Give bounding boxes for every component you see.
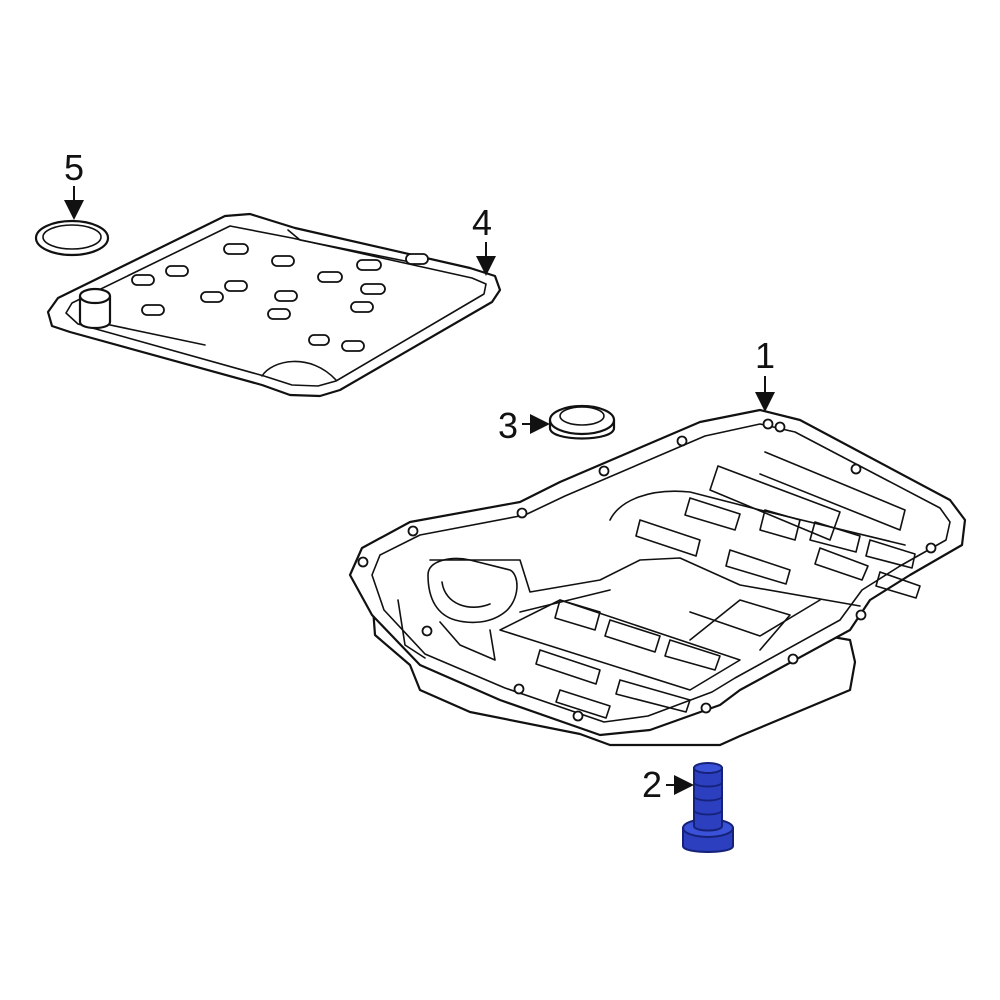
callout-3-label: 3 <box>498 405 518 446</box>
filter-slot <box>274 290 298 302</box>
filter-slot <box>267 308 291 320</box>
part-1-oil-pan[interactable] <box>348 408 967 747</box>
filter-slot <box>223 243 249 255</box>
filter-slot <box>131 274 155 286</box>
filter-slot <box>350 301 374 313</box>
filter-slot <box>271 255 295 267</box>
callout-2: 2 <box>642 764 694 805</box>
filter-slot <box>224 280 248 292</box>
callout-2-label: 2 <box>642 764 662 805</box>
part-4-filter[interactable] <box>46 212 502 398</box>
callout-5-label: 5 <box>64 147 84 188</box>
filter-slot <box>165 265 189 277</box>
filter-slot <box>317 271 343 283</box>
filter-slot <box>356 259 382 271</box>
part-3-plug[interactable] <box>548 404 616 440</box>
callout-4-label: 4 <box>472 202 492 243</box>
filter-slot <box>341 340 365 352</box>
callout-1-label: 1 <box>755 335 775 376</box>
filter-slot <box>360 283 386 295</box>
callout-1: 1 <box>755 335 775 412</box>
part-2-drain-bolt[interactable] <box>682 762 734 853</box>
filter-slot <box>141 304 165 316</box>
filter-slot <box>200 291 224 303</box>
callout-4: 4 <box>472 202 496 276</box>
part-5-o-ring[interactable] <box>34 219 110 257</box>
callout-5: 5 <box>64 147 84 220</box>
filter-slot <box>308 334 330 346</box>
callout-3: 3 <box>498 405 550 446</box>
filter-slot <box>405 253 429 265</box>
